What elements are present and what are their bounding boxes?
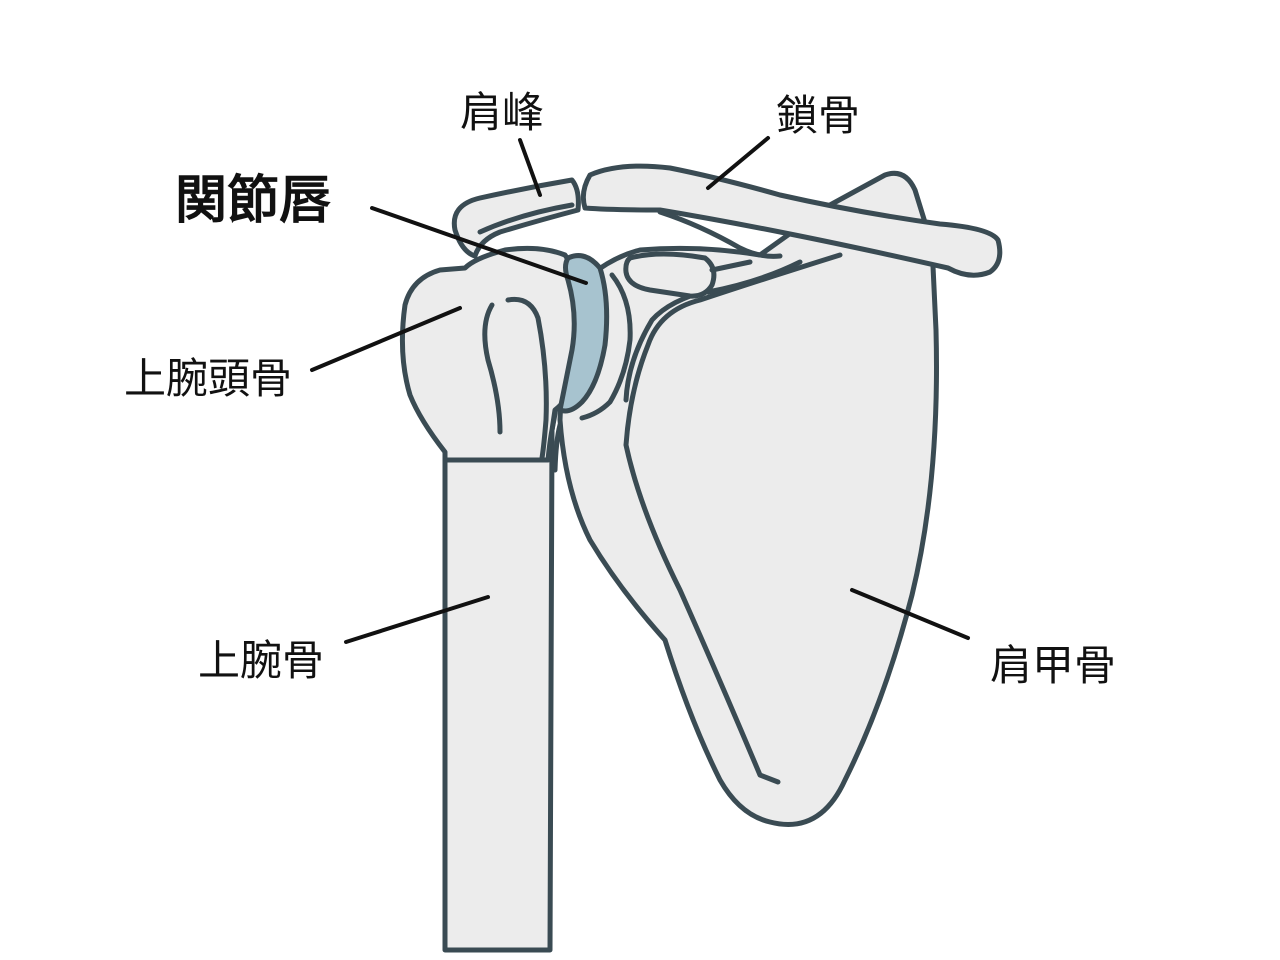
acromion-leader-line (518, 138, 542, 197)
acromion-inner-contour (477, 202, 575, 235)
greater-tuberosity-contour (482, 302, 503, 435)
clavicle-leader-line (706, 136, 770, 190)
labrum-leader-line (370, 206, 588, 285)
intertubercular-groove-contour (505, 296, 549, 461)
anatomical-neck-contour (552, 422, 563, 473)
humeral-head-label: 上腕頭骨 (124, 354, 293, 403)
humerus-leader-line (344, 595, 490, 644)
acromion-label: 肩峰 (460, 88, 545, 137)
glenoid-labrum-label: 関節唇 (175, 170, 332, 231)
scapula-label: 肩甲骨 (990, 641, 1117, 690)
humerus-label: 上腕骨 (198, 636, 325, 685)
clavicle-label: 鎖骨 (776, 91, 861, 140)
scapula-shape (557, 170, 939, 827)
scapula-leader-line (850, 588, 970, 640)
humeral-head-leader-line (310, 306, 462, 372)
scapular-spine-contour (623, 252, 843, 785)
coracoid-shape (623, 251, 717, 299)
glenoid-rim-contour (579, 272, 633, 421)
glenoid-labrum-shape (557, 253, 610, 414)
coracoid-ligament-contour (705, 259, 803, 295)
clavicle-underside-contour (657, 209, 783, 259)
